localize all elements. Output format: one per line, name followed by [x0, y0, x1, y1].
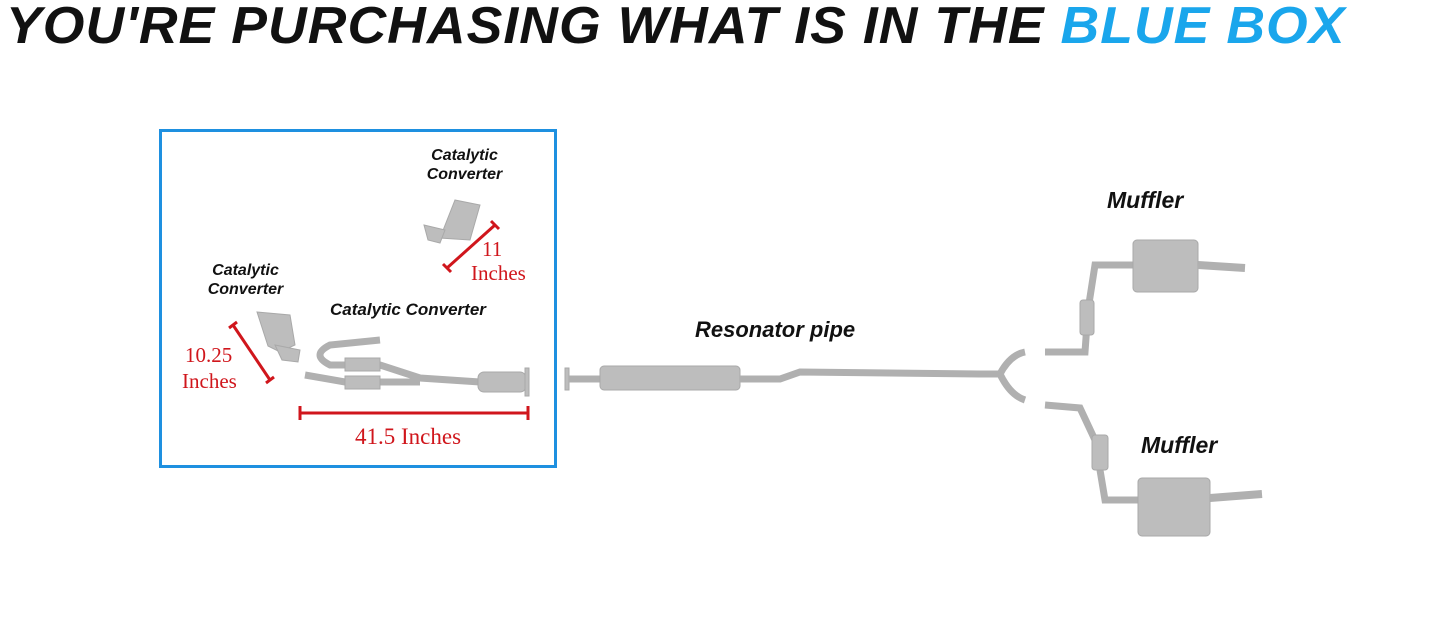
catalytic-converter-top-image: [423, 199, 481, 244]
dimension-main-length: 41.5 Inches: [355, 424, 462, 449]
dimension-cat-top-length: 11: [482, 237, 503, 261]
label-muffler-bottom: Muffler: [1141, 432, 1218, 458]
page-title: YOU'RE PURCHASING WHAT IS IN THE BLUE BO…: [6, 0, 1345, 56]
muffler-bottom-image: [1137, 477, 1211, 537]
label-muffler-top: Muffler: [1107, 187, 1184, 213]
title-prefix: YOU'RE PURCHASING WHAT IS IN THE: [6, 0, 1045, 55]
catalytic-converter-left-image: [256, 311, 301, 363]
label-catalytic-converter-top: Catalytic Converter: [426, 147, 503, 183]
muffler-top-image: [1132, 239, 1199, 293]
dimension-cat-left-unit: Inches: [182, 369, 237, 393]
label-catalytic-converter-left: Catalytic Converter: [207, 262, 284, 298]
blue-box: [159, 129, 557, 468]
dimension-lines: [228, 219, 530, 420]
label-resonator-pipe: Resonator pipe: [695, 317, 856, 342]
dimension-cat-left-length: 10.25: [185, 343, 233, 367]
cat-body: [344, 375, 381, 390]
cat-body: [344, 357, 381, 372]
title-highlight: BLUE BOX: [1060, 0, 1346, 55]
label-catalytic-converter-main: Catalytic Converter: [330, 300, 486, 319]
resonator-image: [599, 365, 741, 391]
dimension-cat-top-unit: Inches: [471, 261, 526, 285]
